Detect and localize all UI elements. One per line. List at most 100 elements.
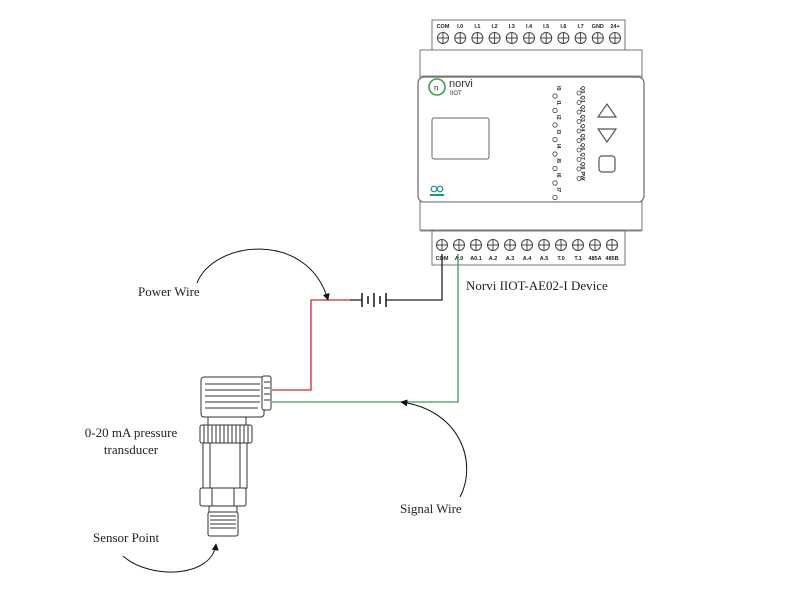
output-led: Q8 (576, 162, 585, 172)
logo-main: norvi (449, 78, 473, 90)
top-terminal-screw[interactable] (523, 32, 535, 44)
signal-wire (272, 254, 459, 403)
device-label: Norvi IIOT-AE02-I Device (466, 278, 608, 293)
input-led-label: I3 (555, 130, 561, 135)
output-led-label: Q6 (579, 143, 585, 150)
output-led: Q0 (576, 86, 585, 96)
top-terminal-screw[interactable] (540, 32, 553, 44)
sensor-point-label: Sensor Point (93, 530, 159, 545)
bottom-terminal-screw[interactable] (487, 239, 499, 251)
bottom-terminal-label: A.5 (540, 256, 549, 262)
down-arrow-button[interactable] (596, 128, 618, 144)
pressure-transducer (199, 375, 272, 537)
bottom-terminal-screw[interactable] (504, 239, 516, 251)
top-terminal-label: GND (592, 24, 604, 30)
output-led-label: Q7 (579, 153, 585, 160)
top-terminal-label: I.3 (509, 24, 515, 30)
input-led: I6 (552, 173, 561, 186)
input-led: I2 (552, 115, 561, 128)
output-led: Q6 (576, 143, 585, 153)
input-led-label: I0 (555, 86, 561, 91)
input-led-label: I5 (555, 159, 561, 164)
input-led: I7 (552, 188, 561, 201)
bottom-terminal-label: A.4 (523, 256, 533, 262)
output-led: Q2 (576, 105, 585, 115)
top-terminal-screw[interactable] (437, 32, 449, 44)
output-led-label: Q1 (579, 96, 585, 103)
top-terminal-label: I.4 (526, 24, 533, 30)
sensor-point-arrow (122, 543, 219, 573)
top-terminal-label: I.7 (578, 24, 584, 30)
top-terminal-screw[interactable] (505, 32, 518, 44)
bottom-terminal-label: 485B (605, 256, 618, 262)
output-led-label: Q2 (579, 105, 585, 112)
input-led: I4 (552, 144, 561, 157)
bottom-terminal-screw[interactable] (436, 239, 448, 251)
input-led-label: I2 (555, 115, 561, 120)
transducer-label-line1: 0-20 mA pressure (85, 425, 178, 440)
ground-wire (390, 254, 443, 301)
svg-text:n: n (434, 84, 438, 93)
output-led-label: Q0 (579, 86, 585, 93)
top-terminal-screw[interactable] (591, 32, 604, 44)
lcd-display (431, 117, 490, 160)
bottom-terminal-label: A0.1 (470, 256, 482, 262)
output-led-label: Q5 (579, 134, 585, 141)
bottom-terminal-screw[interactable] (538, 239, 550, 251)
square-button[interactable] (598, 155, 616, 173)
power-wire-arrow (196, 248, 330, 301)
top-terminal-label: I.2 (492, 24, 498, 30)
bottom-terminal-screw[interactable] (589, 239, 601, 251)
logo-sub: IIOT (450, 91, 462, 97)
top-terminal-label: I.1 (474, 24, 480, 30)
input-led: I0 (552, 86, 561, 99)
top-terminal-screw[interactable] (609, 32, 621, 44)
bottom-terminal-screw[interactable] (453, 239, 465, 251)
bottom-terminal-label: T.1 (574, 256, 581, 262)
bottom-terminal-label: A.0 (455, 256, 464, 262)
power-wire-label: Power Wire (138, 284, 200, 299)
up-arrow-button[interactable] (596, 102, 618, 118)
top-terminal-label: I.0 (457, 24, 463, 30)
bottom-terminal-screw[interactable] (470, 239, 482, 251)
output-led: Q5 (576, 134, 585, 143)
signal-wire-label: Signal Wire (400, 501, 462, 516)
bottom-terminal-label: A.3 (506, 256, 515, 262)
bottom-terminal-screw[interactable] (606, 239, 618, 251)
bottom-terminal-screw[interactable] (572, 239, 584, 251)
norvi-logo-icon (428, 78, 446, 96)
bottom-terminal-screw[interactable] (521, 239, 533, 251)
top-terminal-label: 24+ (610, 24, 619, 30)
input-led: I1 (552, 101, 561, 114)
bottom-terminal-label: T.0 (557, 256, 564, 262)
top-terminal-label: I.5 (543, 24, 549, 30)
bottom-terminal-screw[interactable] (555, 239, 567, 251)
top-terminal-label: I.6 (560, 24, 566, 30)
input-led-label: I4 (555, 144, 561, 150)
input-led-label: I6 (555, 173, 561, 178)
top-terminal-screw[interactable] (471, 32, 484, 44)
output-led: Q3 (576, 115, 585, 124)
arduino-logo-icon (430, 185, 444, 196)
output-led: Q4 (576, 124, 585, 134)
top-terminal-label: COM (437, 24, 450, 30)
bottom-terminal-label: 485A (588, 256, 601, 262)
input-led-label: I7 (555, 188, 561, 193)
input-led: I3 (552, 130, 561, 143)
input-led-label: I1 (555, 101, 561, 106)
top-terminal-screw[interactable] (454, 32, 467, 44)
transducer-label-line2: transducer (104, 442, 159, 457)
output-led-label: Q3 (579, 115, 585, 122)
output-led: Q7 (576, 153, 585, 162)
top-terminal-screw[interactable] (574, 32, 587, 44)
output-led: PW (576, 172, 585, 181)
output-led-label: Q8 (579, 162, 585, 169)
signal-wire-arrow (400, 399, 468, 498)
top-terminal-screw[interactable] (557, 32, 570, 44)
top-terminal-list: COM I.0 I.1 I.2 I.3 I.4 I.5 I.6 I.7 GND 24+ (437, 24, 621, 44)
input-led: I5 (552, 159, 561, 172)
top-terminal-screw[interactable] (488, 32, 501, 44)
